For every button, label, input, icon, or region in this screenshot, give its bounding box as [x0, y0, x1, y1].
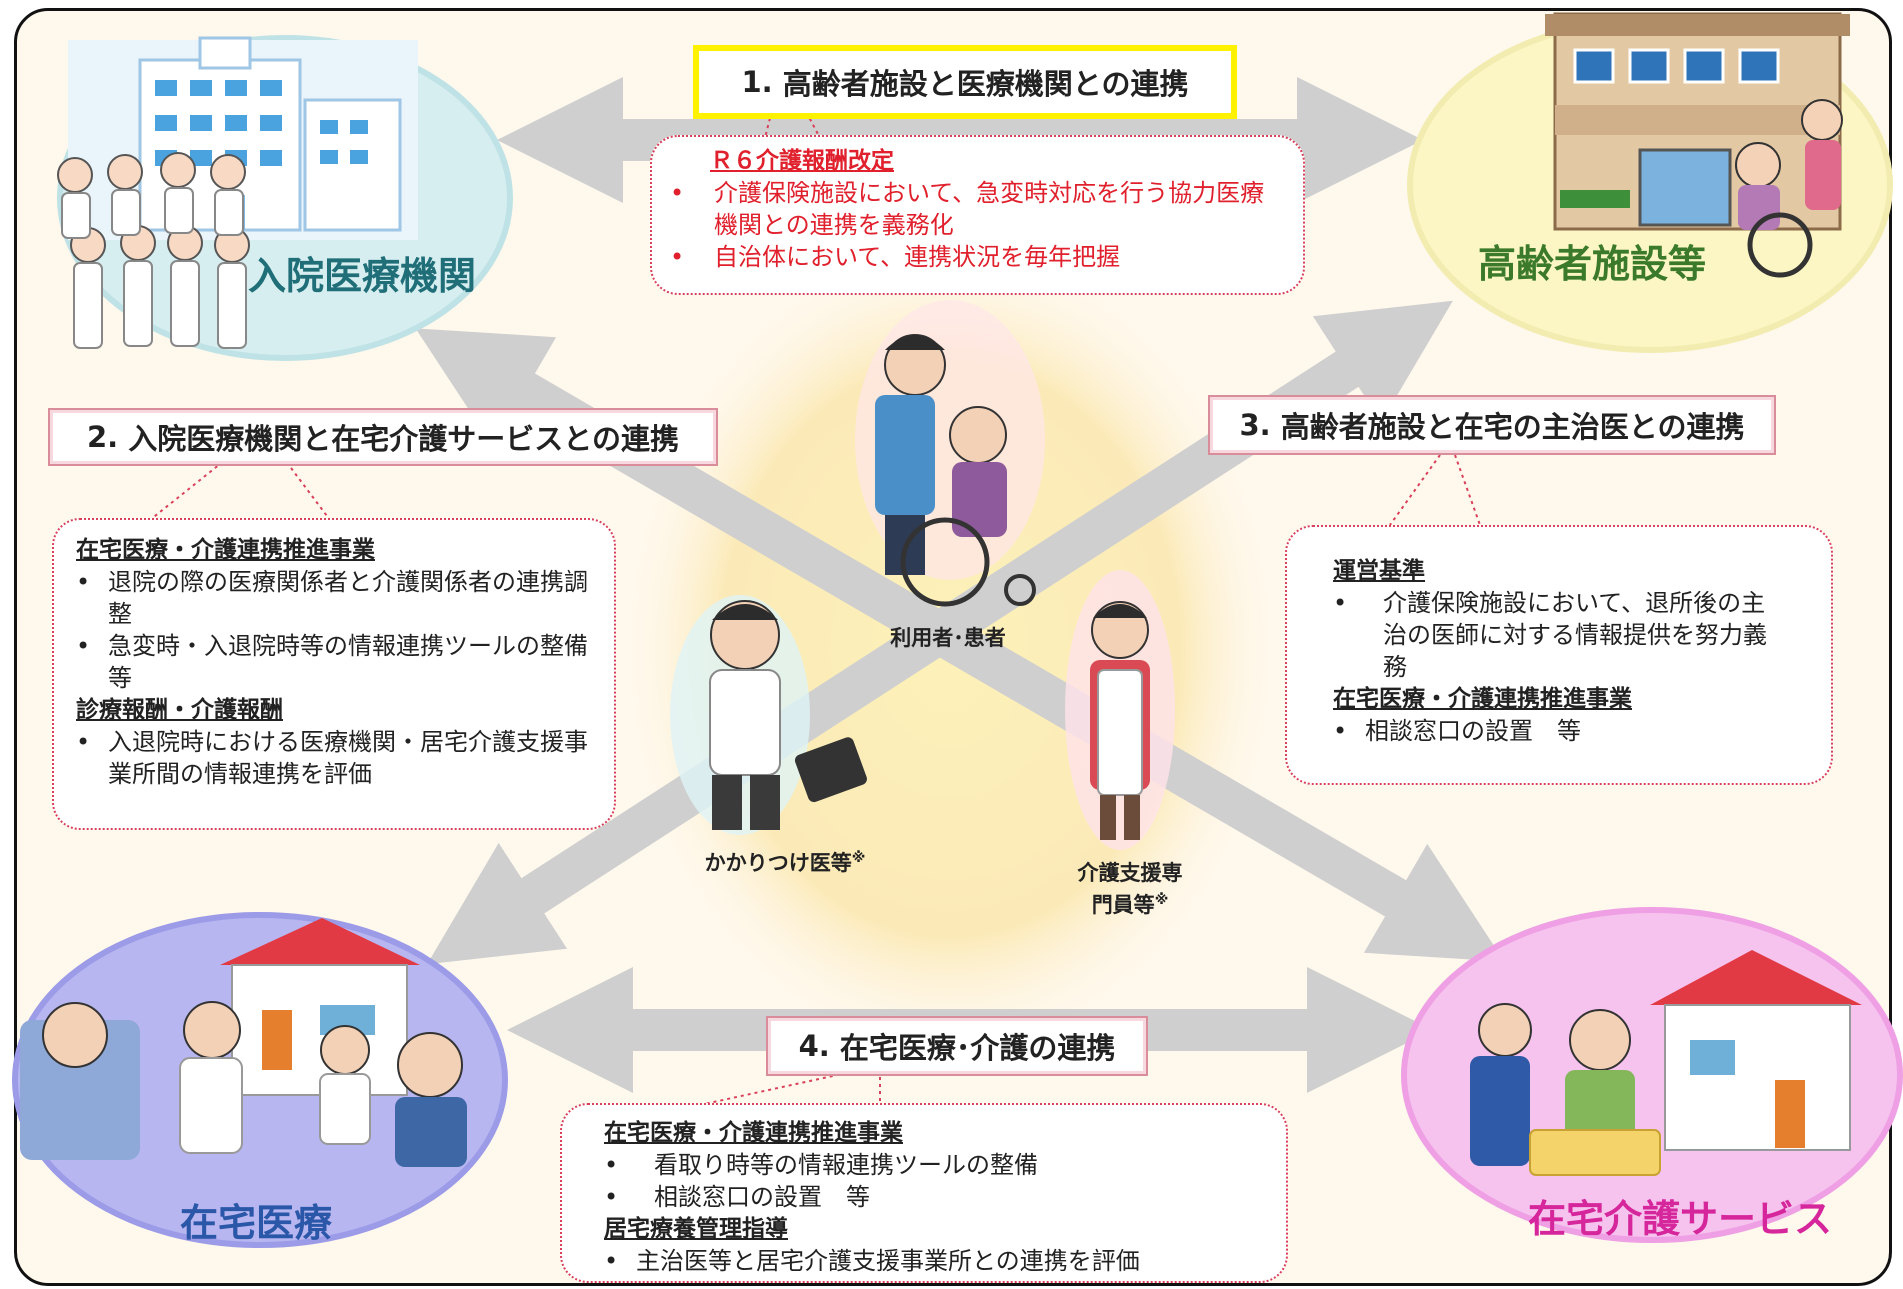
doctor-label: かかりつけ医等※ — [685, 845, 885, 877]
box-1-heading: Ｒ６介護報酬改定 — [710, 148, 894, 174]
care-manager-illustration — [1065, 570, 1175, 850]
box-2-item-1: •退院の際の医療関係者と介護関係者の連携調整 — [76, 566, 592, 630]
home-care-label: 在宅介護サービス — [1528, 1197, 1833, 1241]
box-4-item-1: •看取り時等の情報連携ツールの整備 — [604, 1151, 1038, 1179]
box-2-item-2: •急変時・入退院時等の情報連携ツールの整備 等 — [76, 632, 612, 692]
doctor-illustration — [670, 595, 867, 835]
box-3-item-2: •相談窓口の設置 等 — [1333, 717, 1581, 745]
section-4-number: 4. — [798, 1029, 830, 1063]
home-care-illustration — [1470, 950, 1862, 1176]
box-2-heading-1: 在宅医療・介護連携推進事業 — [76, 537, 375, 563]
box-4-heading-1: 在宅医療・介護連携推進事業 — [604, 1120, 903, 1146]
section-2-text: 入院医療機関と在宅介護サービスとの連携 — [128, 422, 680, 456]
box-2-item-2-text: 急変時・入退院時等の情報連携ツールの整備 等 — [108, 632, 612, 692]
care-manager-label-line2: 門員等※ — [1060, 887, 1200, 919]
section-2-title: 2. 入院医療機関と在宅介護サービスとの連携 — [48, 408, 718, 466]
box-1-item-2-text: 自治体において、連携状況を毎年把握 — [714, 243, 1121, 271]
care-manager-label-text: 門員等 — [1091, 893, 1155, 917]
box-3-heading-2: 在宅医療・介護連携推進事業 — [1333, 686, 1632, 712]
hospital-label: 入院医療機関 — [248, 254, 477, 298]
box-2-item-1-text: 退院の際の医療関係者と介護関係者の連携調整 — [108, 568, 588, 628]
box-3-item-2-text: 相談窓口の設置 等 — [1365, 717, 1581, 745]
box-4-item-2-text: 相談窓口の設置 等 — [654, 1183, 870, 1211]
box-2-item-3: •入退院時における医療機関・居宅介護支援事業所間の情報連携を評価 — [76, 726, 592, 790]
box-4-heading-2: 居宅療養管理指導 — [604, 1216, 788, 1242]
box-4-item-3: •主治医等と居宅介護支援事業所との連携を評価 — [604, 1247, 1140, 1275]
pointer-box4 — [699, 1069, 881, 1106]
section-3-title: 3. 高齢者施設と在宅の主治医との連携 — [1208, 395, 1776, 455]
box-3-heading-1: 運営基準 — [1333, 558, 1425, 584]
doctor-label-mark: ※ — [851, 850, 866, 866]
box-2-item-3-text: 入退院時における医療機関・居宅介護支援事業所間の情報連携を評価 — [108, 728, 588, 788]
box-4-item-2: •相談窓口の設置 等 — [604, 1183, 870, 1211]
box-3-item-1-text: 介護保険施設において、退所後の主治の医師に対する情報提供を努力義務 — [1383, 589, 1767, 681]
box-3-item-1: •介護保険施設において、退所後の主治の医師に対する情報提供を努力義務 — [1333, 587, 1785, 683]
box-1-item-2: •自治体において、連携状況を毎年把握 — [670, 243, 1121, 271]
section-4-text: 在宅医療･介護の連携 — [839, 1031, 1116, 1065]
box-3: 運営基準 •介護保険施設において、退所後の主治の医師に対する情報提供を努力義務 … — [1285, 525, 1833, 785]
section-3-number: 3. — [1239, 408, 1271, 442]
box-1-item-1: •介護保険施設において、急変時対応を行う協力医療機関との連携を義務化 — [670, 177, 1285, 241]
pointer-box3 — [1389, 454, 1481, 526]
box-4: 在宅医療・介護連携推進事業 •看取り時等の情報連携ツールの整備 •相談窓口の設置… — [560, 1103, 1288, 1283]
care-manager-label-line1: 介護支援専 — [1077, 861, 1183, 885]
box-1: Ｒ６介護報酬改定 •介護保険施設において、急変時対応を行う協力医療機関との連携を… — [650, 135, 1305, 295]
section-1-text: 高齢者施設と医療機関との連携 — [782, 67, 1189, 101]
box-2-heading-2: 診療報酬・介護報酬 — [76, 697, 283, 723]
patient-illustration — [855, 300, 1045, 607]
section-1-title: 1. 高齢者施設と医療機関との連携 — [693, 45, 1237, 119]
doctor-label-text: かかりつけ医等 — [704, 851, 852, 875]
section-4-title: 4. 在宅医療･介護の連携 — [766, 1016, 1148, 1076]
box-2: 在宅医療・介護連携推進事業 •退院の際の医療関係者と介護関係者の連携調整 •急変… — [52, 518, 616, 830]
box-1-item-1-text: 介護保険施設において、急変時対応を行う協力医療機関との連携を義務化 — [714, 179, 1265, 239]
medical-staff-illustration — [57, 152, 250, 349]
section-3-text: 高齢者施設と在宅の主治医との連携 — [1280, 410, 1745, 444]
box-4-item-3-text: 主治医等と居宅介護支援事業所との連携を評価 — [636, 1247, 1140, 1275]
home-medical-label: 在宅医療 — [180, 1201, 333, 1245]
section-1-number: 1. — [741, 65, 773, 99]
care-manager-label: 介護支援専門員等※ — [1060, 860, 1200, 919]
home-medical-illustration — [20, 918, 467, 1167]
care-manager-label-mark: ※ — [1154, 892, 1169, 908]
wheelchair-caregiver-illustration — [1735, 99, 1843, 278]
section-2-number: 2. — [86, 420, 119, 454]
patient-label: 利用者･患者 — [890, 626, 1006, 650]
box-4-item-1-text: 看取り時等の情報連携ツールの整備 — [654, 1151, 1038, 1179]
facility-label: 高齢者施設等 — [1478, 242, 1707, 286]
